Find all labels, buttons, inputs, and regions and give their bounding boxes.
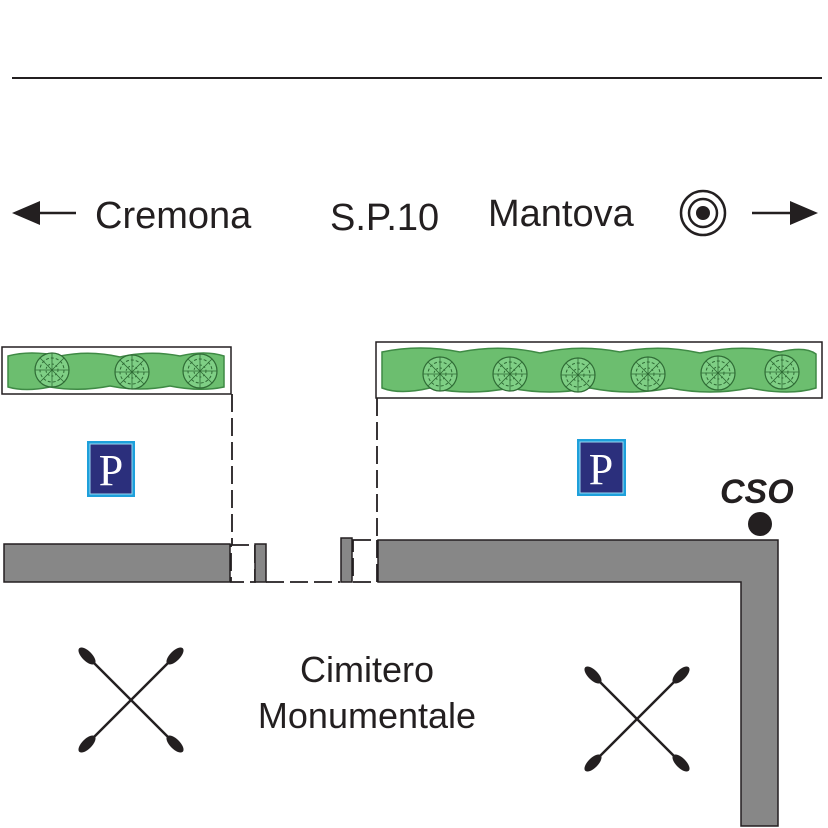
- road-name-label: S.P.10: [330, 197, 439, 239]
- crossed-shovels-icon: [74, 643, 188, 757]
- entrance-dashed-lines: [230, 394, 378, 583]
- hedge-planter-right: [375, 341, 823, 399]
- cemetery-label-line2: Monumentale: [258, 695, 476, 736]
- cso-label: CSO: [720, 473, 794, 511]
- tree-icon: [422, 356, 458, 392]
- destination-east-label: Mantova: [488, 193, 635, 235]
- hedge-planter-left: [1, 346, 232, 395]
- concentric-target-icon: [679, 189, 727, 237]
- arrow-left-icon: [12, 201, 76, 225]
- cemetery-wall: [3, 537, 779, 827]
- tree-icon: [700, 355, 736, 391]
- parking-symbol: P: [589, 445, 613, 494]
- tree-icon: [560, 357, 596, 393]
- parking-sign-icon: P: [87, 441, 135, 497]
- destination-west-label: Cremona: [95, 195, 252, 237]
- parking-symbol: P: [99, 446, 123, 495]
- tree-icon: [630, 356, 666, 392]
- tree-icon: [492, 356, 528, 392]
- crossed-shovels-icon: [580, 662, 694, 776]
- tree-icon: [182, 353, 218, 389]
- point-marker-icon: [748, 512, 772, 536]
- tree-icon: [34, 352, 70, 388]
- cemetery-label-line1: Cimitero: [300, 649, 434, 690]
- arrow-right-icon: [752, 201, 818, 225]
- tree-icon: [114, 354, 150, 390]
- tree-icon: [764, 354, 800, 390]
- parking-sign-icon: P: [577, 439, 626, 496]
